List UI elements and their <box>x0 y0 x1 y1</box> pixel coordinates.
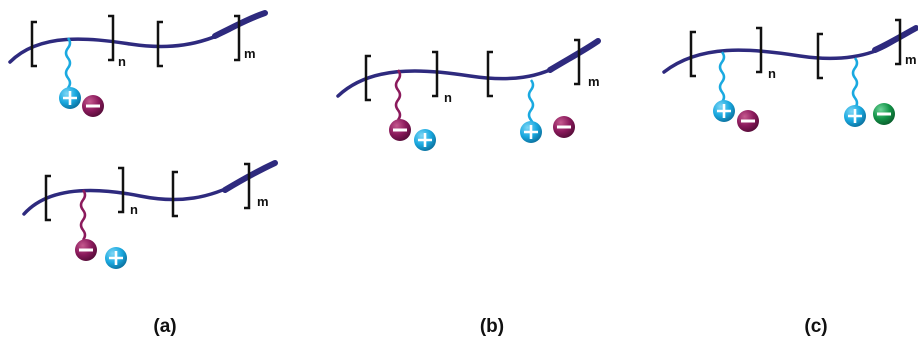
anion <box>75 239 97 261</box>
anion-green <box>873 103 895 125</box>
caption-c: (c) <box>804 316 827 337</box>
repeat-label-n: n <box>130 202 138 217</box>
bracket-close <box>118 166 125 214</box>
polymer-backbone <box>8 12 267 64</box>
bracket-close <box>432 50 439 98</box>
cation <box>105 247 127 269</box>
side-chain <box>394 69 402 121</box>
repeat-label-m: m <box>588 74 600 89</box>
side-chain <box>851 57 859 109</box>
anion <box>737 110 759 132</box>
repeat-label-n: n <box>118 54 126 69</box>
panel-a-bottom: n m <box>22 160 278 269</box>
bracket-open <box>816 32 823 80</box>
bracket-close <box>244 162 251 210</box>
bracket-open <box>44 174 51 222</box>
side-chain <box>718 51 726 103</box>
polymer-backbone-thick <box>222 160 278 193</box>
panel-c: n m <box>662 18 918 132</box>
repeat-label-m: m <box>257 194 269 209</box>
panel-a-top: n m <box>8 10 268 117</box>
bracket-close <box>108 14 115 62</box>
anion <box>553 116 575 138</box>
polymer-backbone-thick <box>872 25 918 53</box>
cation <box>59 87 81 109</box>
polymer-backbone-thick <box>547 38 601 73</box>
anion <box>389 119 411 141</box>
bracket-open <box>156 20 163 68</box>
caption-b: (b) <box>480 316 504 337</box>
cation <box>844 105 866 127</box>
repeat-label-n: n <box>768 66 776 81</box>
cation <box>713 100 735 122</box>
polymer-backbone <box>22 162 277 216</box>
repeat-label-n: n <box>444 90 452 105</box>
side-chain <box>527 79 535 131</box>
bracket-open <box>689 30 696 78</box>
bracket-open <box>486 50 493 98</box>
polymer-backbone-thick <box>212 10 268 39</box>
repeat-label-m: m <box>905 52 917 67</box>
caption-a: (a) <box>153 316 176 337</box>
repeat-label-m: m <box>244 46 256 61</box>
panel-b: n m <box>336 38 601 151</box>
bracket-close <box>574 38 581 86</box>
bracket-close <box>234 14 241 62</box>
anion <box>82 95 104 117</box>
side-chain <box>79 189 87 241</box>
cation <box>520 121 542 143</box>
bracket-close <box>895 18 902 66</box>
cation <box>414 129 436 151</box>
bracket-open <box>364 54 371 102</box>
side-chain <box>64 37 72 89</box>
bracket-close <box>756 26 763 74</box>
bracket-open <box>30 20 37 68</box>
polymer-backbone <box>336 40 600 98</box>
bracket-open <box>171 170 178 218</box>
